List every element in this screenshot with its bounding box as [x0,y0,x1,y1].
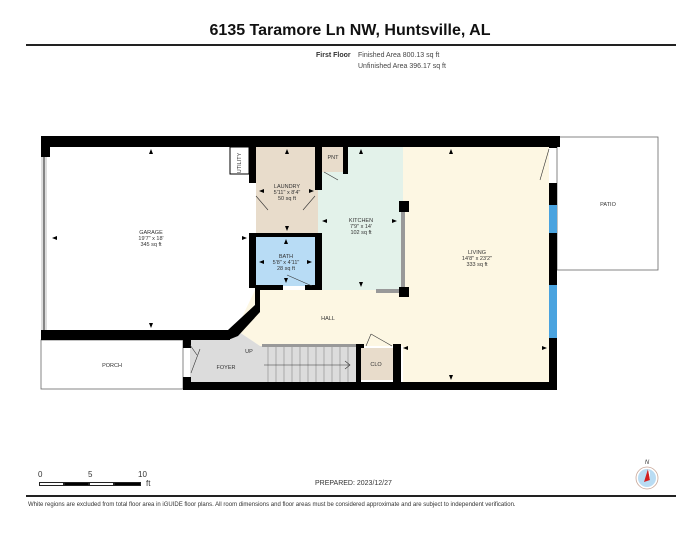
door-swings [189,148,550,374]
living-label: LIVING [468,250,486,256]
unfinished-area: Unfinished Area 396.17 sq ft [358,63,446,70]
finished-area: Finished Area 800.13 sq ft [358,52,440,59]
laundry-dims: 5'11" x 8'4" [274,190,301,196]
kitchen-label: KITCHEN [349,218,373,224]
utility-closet [229,146,250,175]
title-divider [26,44,676,46]
stairs-up-label: UP [245,349,253,355]
patio-area [556,136,659,271]
footer-divider [26,495,676,497]
living-dims: 14'8" x 23'2" [462,256,492,262]
pantry-area [322,147,346,172]
garage-area-text: 345 sq ft [140,242,162,248]
garage-area [48,147,243,330]
closet-label: CLO [370,362,382,368]
patio-label: PATIO [600,202,616,208]
bath-label: BATH [279,254,293,260]
compass-north-label: N [645,460,650,466]
porch-label: PORCH [102,363,122,369]
hall-label: HALL [321,316,335,322]
dimension-markers [52,149,547,380]
kitchen-area-text: 102 sq ft [350,230,372,236]
laundry-area [256,147,318,234]
hall-area [236,290,403,346]
garage-label: GARAGE [139,230,163,236]
disclaimer-text: White regions are excluded from total fl… [28,502,516,508]
walls [41,136,560,390]
window [549,285,557,338]
page-title: 6135 Taramore Ln NW, Huntsville, AL [209,22,491,39]
prepared-date: PREPARED: 2023/12/27 [315,480,392,487]
compass-icon: N [632,458,662,492]
scale-unit: ft [146,479,151,488]
stair-treads [264,346,350,382]
living-area-text: 333 sq ft [466,262,488,268]
floor-label: First Floor [316,52,351,59]
scale-tick-10: 10 [138,470,147,479]
bath-dims: 5'8" x 4'11" [273,260,300,266]
kitchen-dims: 7'9" x 14' [350,224,372,230]
half-wall [401,212,405,287]
foyer-area [190,330,260,382]
scale-tick-0: 0 [38,470,43,479]
closet-area [360,348,393,380]
laundry-area-text: 50 sq ft [278,196,297,202]
scale-tick-5: 5 [88,470,93,479]
window [549,205,557,233]
bath-area [256,237,315,286]
stair-arrow-icon [344,360,351,370]
bath-area-text: 28 sq ft [277,266,296,272]
pantry-label: PNT [328,155,340,161]
living-area [397,147,549,382]
laundry-label: LAUNDRY [274,184,301,190]
garage-dims: 19'7" x 18' [138,236,163,242]
scale-bar: 0 5 10 ft [34,470,154,490]
foyer-label: FOYER [217,365,236,371]
utility-label: UTILITY [237,152,243,173]
